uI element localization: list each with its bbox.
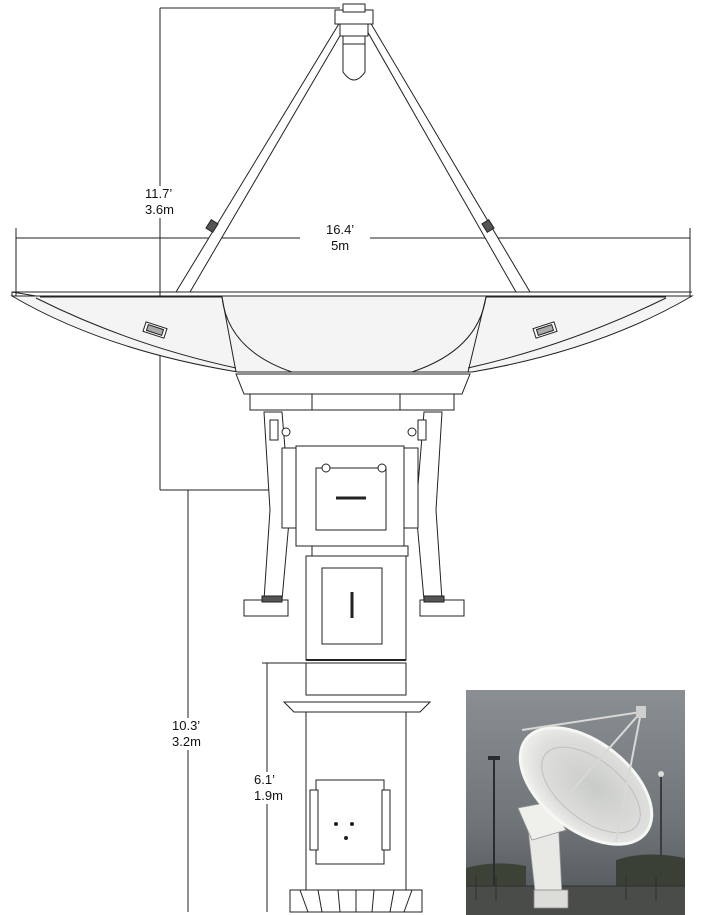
total-height-label: 11.7’ 3.6m [143, 186, 176, 218]
pedestal-height-feet: 6.1’ [254, 772, 275, 787]
pedestal-height-meters: 1.9m [254, 788, 283, 803]
antenna-mount [243, 411, 465, 617]
dish-diameter-feet: 16.4’ [326, 222, 355, 237]
feed-horn [334, 3, 374, 81]
antenna-photo-inset [466, 690, 685, 915]
total-height-meters: 3.6m [145, 202, 174, 217]
mount-height-feet: 10.3’ [172, 718, 201, 733]
dish-diameter-meters: 5m [331, 238, 350, 253]
total-height-feet: 11.7’ [145, 186, 173, 201]
pedestal-height-label: 6.1’ 1.9m [252, 772, 285, 804]
dish-reflector [10, 291, 694, 411]
mount-height-meters: 3.2m [172, 734, 201, 749]
mount-height-label: 10.3’ 3.2m [170, 718, 203, 750]
antenna-photo [466, 690, 685, 915]
dimension-lines [15, 7, 691, 912]
dish-diameter-label: 16.4’ 5m [324, 222, 357, 254]
pedestal [282, 555, 432, 913]
